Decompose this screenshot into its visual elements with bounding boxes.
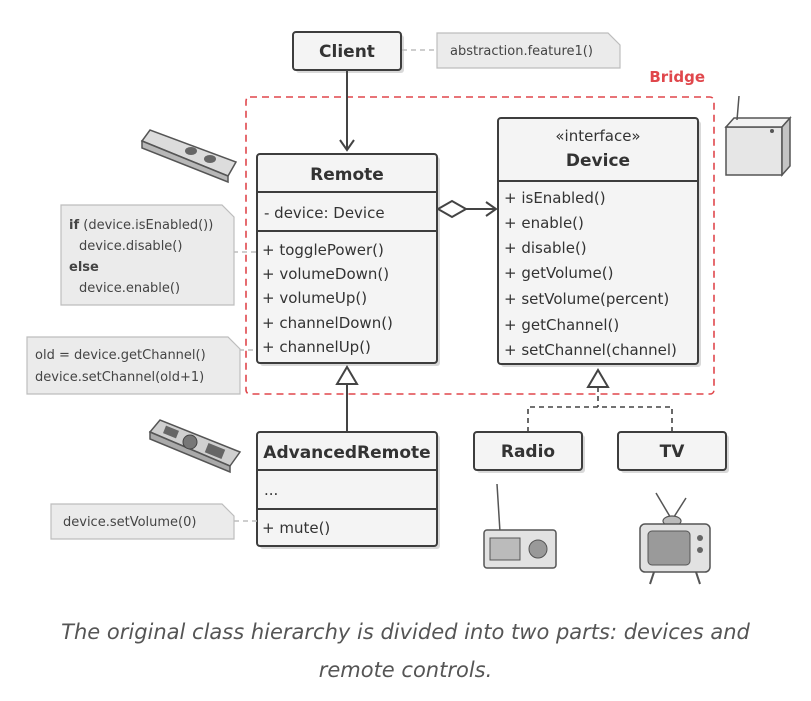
remote-method-togglepower: + togglePower()	[262, 241, 384, 259]
advanced-remote-illustration	[148, 419, 242, 474]
advanced-remote-fields: ...	[264, 481, 278, 499]
device-title: Device	[566, 151, 630, 171]
channel-up-note: old = device.getChannel() device.setChan…	[26, 336, 241, 395]
toggle-note-line2: device.disable()	[79, 239, 182, 254]
channel-note-line1: old = device.getChannel()	[35, 348, 206, 363]
bridge-diagram: Bridge Client abstraction.feature1() Rem…	[26, 31, 792, 585]
radio-class: Radio	[473, 431, 585, 473]
client-note: abstraction.feature1()	[436, 32, 621, 69]
mute-note: device.setVolume(0)	[50, 503, 235, 540]
mute-note-text: device.setVolume(0)	[63, 515, 196, 530]
device-method-getvolume: + getVolume()	[504, 264, 613, 282]
client-class: Client	[292, 31, 404, 73]
radio-title: Radio	[501, 442, 555, 462]
remote-method-channeldown: + channelDown()	[262, 314, 393, 332]
advanced-remote-class: AdvancedRemote ... + mute()	[256, 431, 440, 549]
tv-title: TV	[660, 442, 686, 462]
figure-caption: The original class hierarchy is divided …	[0, 613, 811, 689]
toggle-note-line4: device.enable()	[79, 281, 180, 296]
device-box-illustration	[724, 95, 792, 177]
bridge-label: Bridge	[649, 68, 705, 86]
device-method-getchannel: + getChannel()	[504, 316, 619, 334]
remote-inheritance-triangle	[335, 365, 359, 385]
remote-class: Remote - device: Device + togglePower() …	[256, 153, 440, 366]
advanced-remote-method-mute: + mute()	[262, 519, 330, 537]
remote-method-volumeup: + volumeUp()	[262, 289, 367, 307]
channel-note-line2: device.setChannel(old+1)	[35, 370, 204, 385]
device-method-enable: + enable()	[504, 214, 584, 232]
implementation-links	[527, 387, 673, 432]
remote-title: Remote	[310, 165, 384, 185]
device-method-isenabled: + isEnabled()	[504, 189, 606, 207]
tv-illustration	[639, 492, 711, 585]
remote-method-channelup: + channelUp()	[262, 338, 371, 356]
bridge-region	[245, 96, 715, 395]
radio-illustration	[483, 483, 557, 569]
client-note-text: abstraction.feature1()	[450, 44, 593, 59]
device-realization-triangle	[586, 368, 610, 388]
device-method-disable: + disable()	[504, 239, 587, 257]
caption-line-2: remote controls.	[318, 658, 493, 682]
remote-method-volumedown: + volumeDown()	[262, 265, 389, 283]
toggle-note-line1: if (device.isEnabled())	[69, 218, 213, 233]
toggle-power-note: if (device.isEnabled()) device.disable()…	[60, 204, 235, 306]
aggregation-diamond	[435, 199, 469, 219]
toggle-note-line3: else	[69, 260, 99, 275]
simple-remote-illustration	[140, 129, 238, 184]
caption-line-1: The original class hierarchy is divided …	[61, 620, 750, 644]
aggregation-arrowhead	[485, 201, 498, 217]
client-association-arrowhead	[339, 139, 355, 152]
client-title: Client	[319, 42, 375, 62]
device-stereotype: «interface»	[555, 127, 640, 145]
advanced-remote-title: AdvancedRemote	[263, 443, 430, 463]
device-interface: «interface» Device + isEnabled() + enabl…	[497, 117, 701, 367]
device-method-setvolume: + setVolume(percent)	[504, 290, 669, 308]
tv-class: TV	[617, 431, 729, 473]
remote-field-device: - device: Device	[264, 204, 385, 222]
device-method-setchannel: + setChannel(channel)	[504, 341, 677, 359]
